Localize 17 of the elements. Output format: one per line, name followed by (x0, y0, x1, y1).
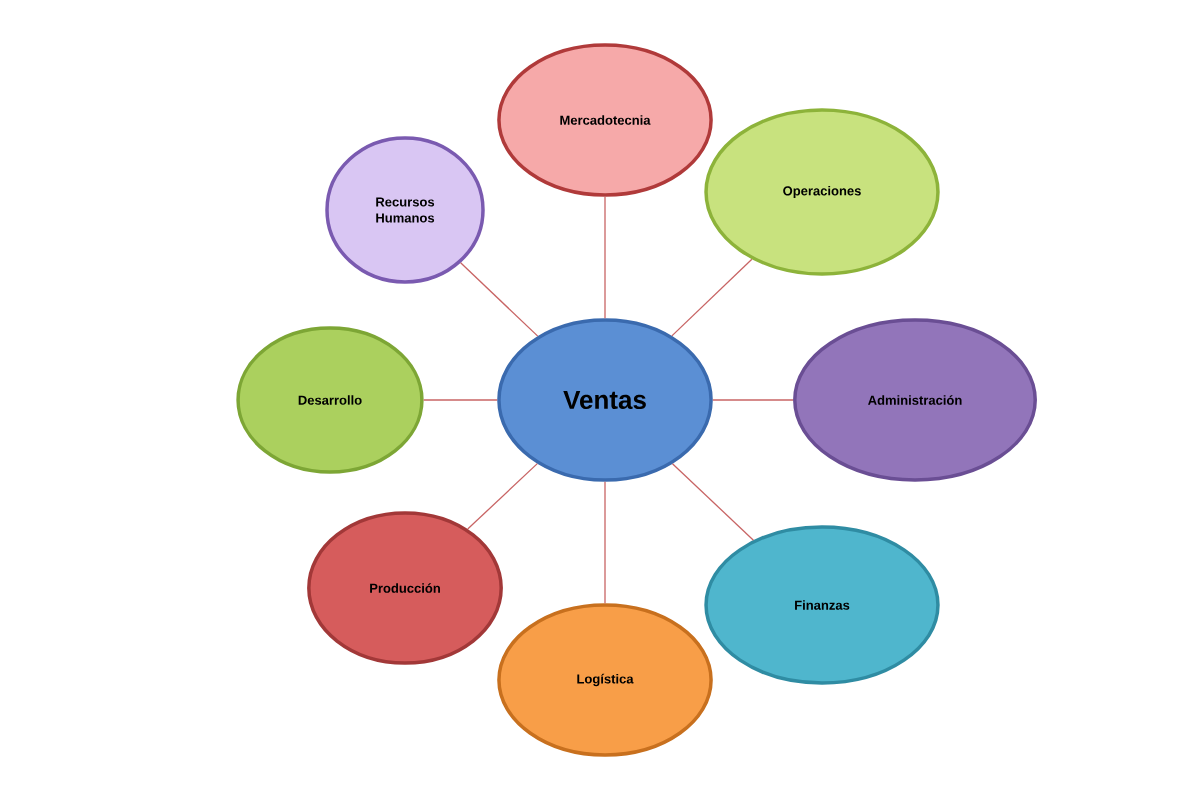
connector-line (423, 399, 498, 401)
ellipse-node: Finanzas (704, 525, 940, 685)
connector-line (604, 196, 606, 319)
ellipse-node: Logística (497, 603, 713, 757)
ellipse-node: Recursos Humanos (325, 136, 485, 284)
connector-line (671, 463, 755, 541)
ellipse-node: Mercadotecnia (497, 43, 713, 197)
ellipse-node: Ventas (497, 318, 713, 482)
connector-line (467, 462, 538, 530)
connector-line (460, 262, 539, 337)
ellipse-node: Producción (307, 511, 503, 665)
ellipse-node: Desarrollo (236, 326, 424, 474)
connector-line (712, 399, 794, 401)
ellipse-node: Operaciones (704, 108, 940, 276)
connector-line (671, 258, 753, 337)
connector-line (604, 481, 606, 604)
ellipse-node: Administración (793, 318, 1037, 482)
